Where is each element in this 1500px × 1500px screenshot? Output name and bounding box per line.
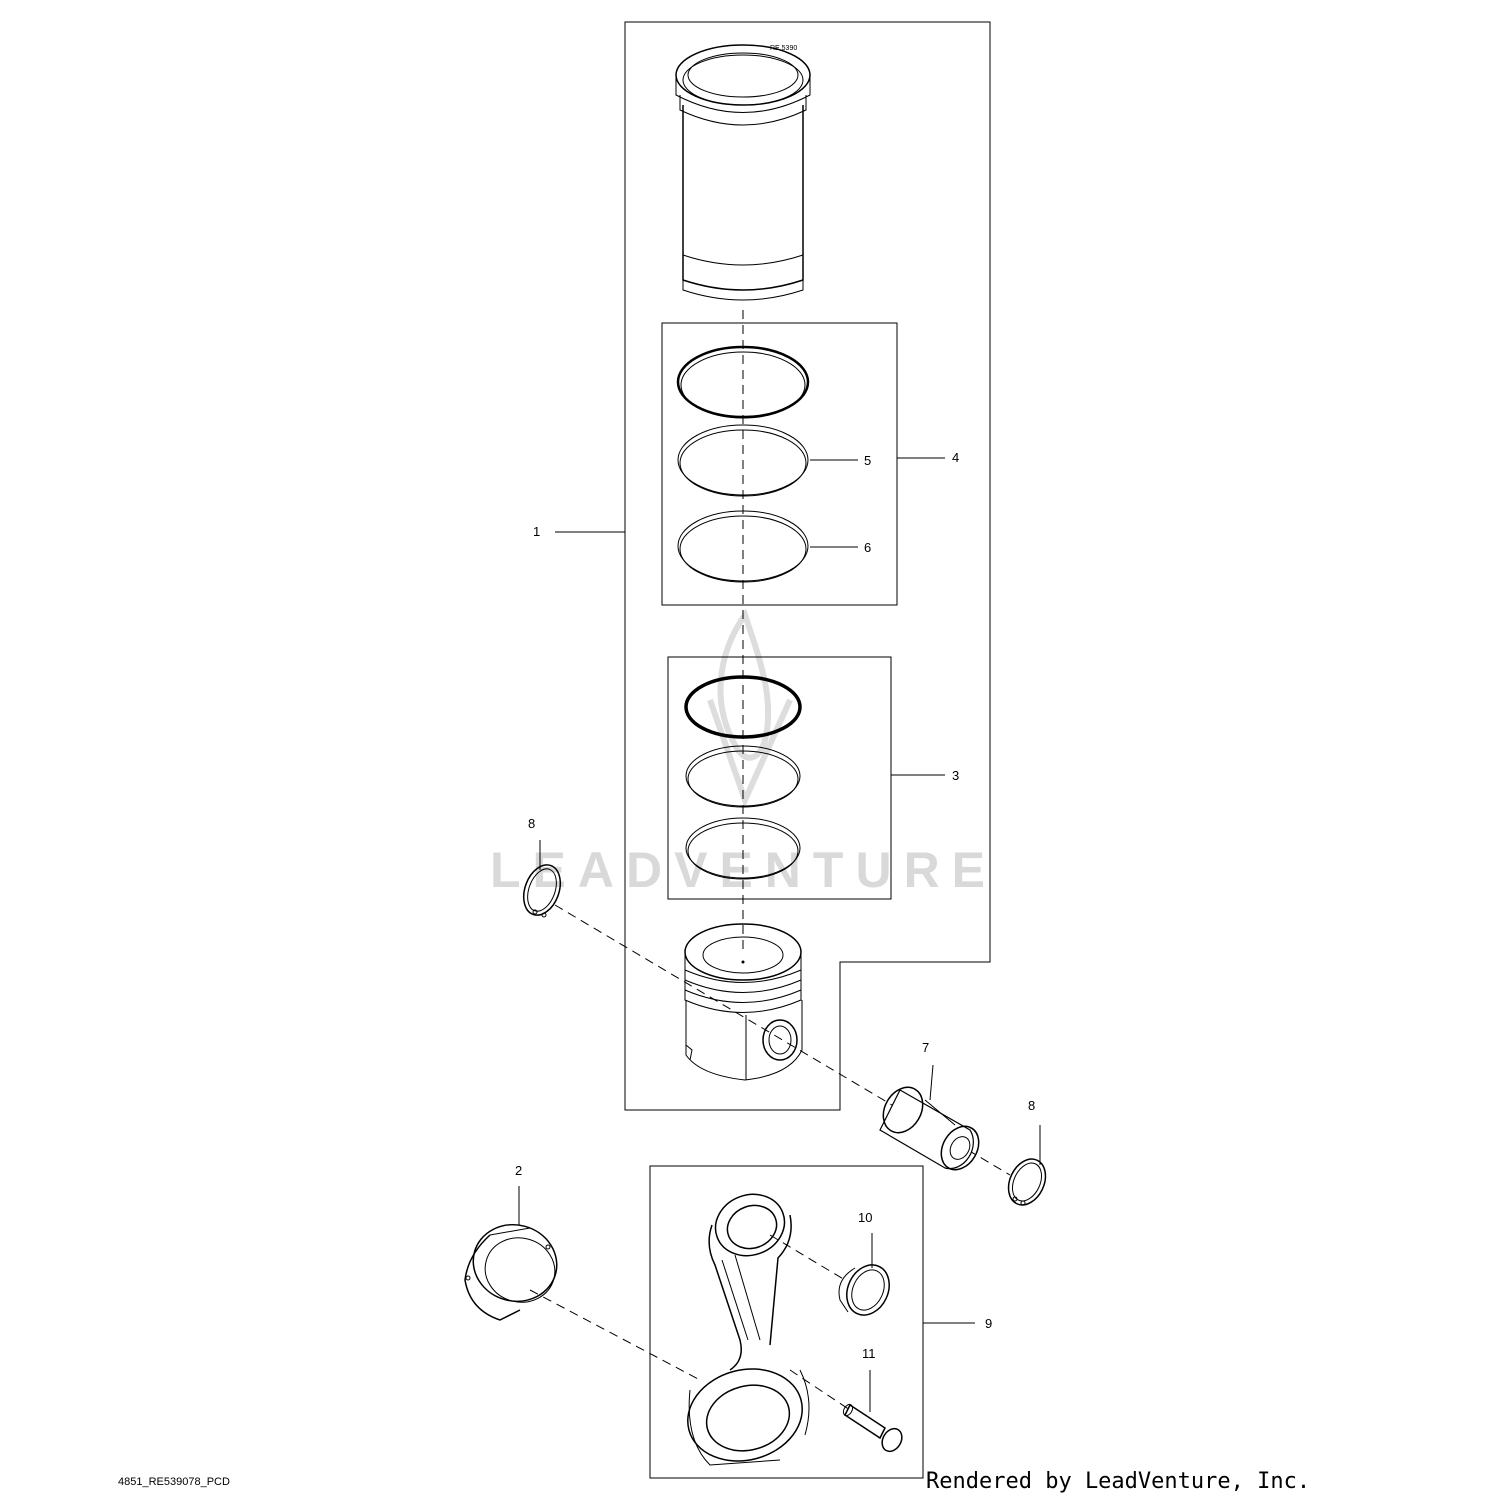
svg-text:RE 5390: RE 5390 xyxy=(770,45,797,52)
cylinder-liner: RE 5390 xyxy=(675,44,811,301)
snap-ring-right xyxy=(1007,1158,1047,1206)
bearing-axis-line xyxy=(529,1289,701,1381)
ring-set-4-box xyxy=(661,322,898,606)
snap-ring-left xyxy=(522,864,562,918)
piston-pin xyxy=(879,1086,980,1171)
flame-logo-icon xyxy=(707,608,793,809)
rod-bearing xyxy=(464,1223,558,1321)
render-credit: Rendered by LeadVenture, Inc. xyxy=(926,1469,1310,1494)
callout-8-right: 8 xyxy=(1028,1098,1035,1113)
pin-bushing xyxy=(838,1264,890,1316)
callout-6: 6 xyxy=(864,540,871,555)
callout-11: 11 xyxy=(862,1346,876,1361)
ring-set-3-rings xyxy=(684,675,802,880)
callout-2: 2 xyxy=(515,1163,522,1178)
assembly-1-outline xyxy=(624,21,991,1111)
callout-1: 1 xyxy=(533,524,540,539)
ring-set-3-box xyxy=(667,656,892,900)
callout-7: 7 xyxy=(922,1040,929,1055)
connecting-rod xyxy=(687,1193,810,1466)
callout-9: 9 xyxy=(985,1316,992,1331)
rod-bolt xyxy=(789,1369,903,1453)
callout-5: 5 xyxy=(864,453,871,468)
small-end-axis-line xyxy=(769,1234,846,1281)
callout-4: 4 xyxy=(952,450,959,465)
callout-10: 10 xyxy=(858,1210,872,1225)
connecting-rod-9-box xyxy=(649,1165,924,1479)
callout-3: 3 xyxy=(952,768,959,783)
callout-8-left: 8 xyxy=(528,816,535,831)
ring-5 xyxy=(677,424,809,497)
ring-6 xyxy=(677,510,809,583)
watermark-text: LEADVENTURE xyxy=(490,842,997,898)
ring-top-compression xyxy=(676,345,810,419)
piston xyxy=(684,923,803,1081)
leader-lines xyxy=(518,457,1041,1412)
diagram-code: 4851_RE539078_PCD xyxy=(118,1476,230,1488)
